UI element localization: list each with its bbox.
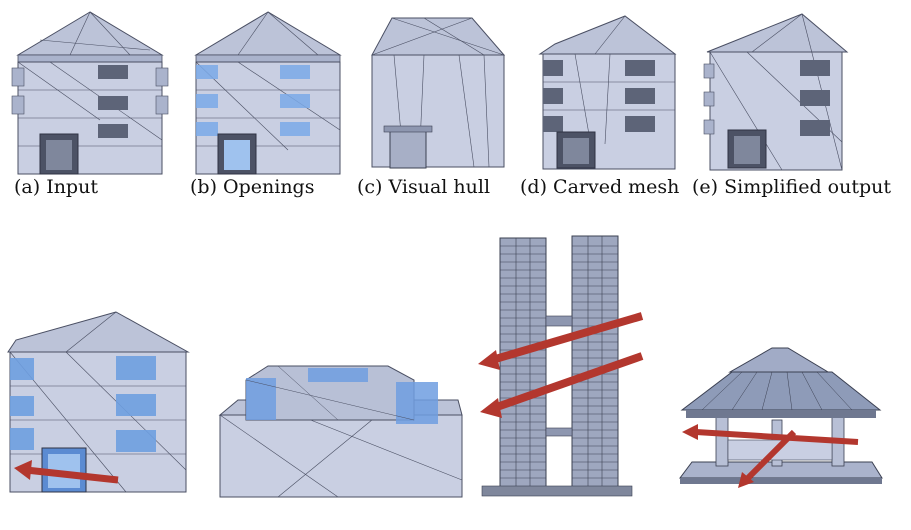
house-openings-render (194, 11, 342, 175)
figure-slab-building (218, 360, 468, 500)
figure-c-visual-hull (364, 10, 514, 175)
figure-pavilion (672, 340, 897, 495)
house-carved-mesh-render (538, 15, 677, 170)
caption-e: (e) Simplified output (692, 176, 891, 198)
figure-b-openings (188, 10, 348, 175)
figure-e-simplified-output (702, 12, 852, 174)
house-visual-hull-render (371, 17, 506, 169)
caption-b: (b) Openings (190, 176, 315, 198)
figure-house-with-openings (6, 310, 196, 495)
figure-d-carved-mesh (535, 14, 685, 174)
slab-building-render (218, 365, 463, 498)
caption-d: (d) Carved mesh (520, 176, 680, 198)
house-simplified-output-render (703, 13, 849, 171)
caption-a: (a) Input (14, 176, 98, 198)
figure-twin-towers (470, 232, 650, 500)
caption-c: (c) Visual hull (357, 176, 491, 198)
house-openings-arrow-render (7, 311, 190, 493)
house-input-render (11, 11, 169, 175)
pavilion-render (679, 347, 883, 488)
twin-towers-render (478, 235, 644, 497)
figure-a-input (10, 10, 170, 175)
